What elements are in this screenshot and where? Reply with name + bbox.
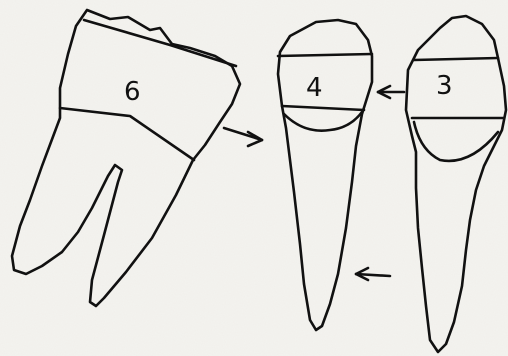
molar-label: 6 xyxy=(124,77,141,107)
premolar-3-label: 3 xyxy=(436,71,453,101)
premolar-4-label: 4 xyxy=(306,73,323,103)
